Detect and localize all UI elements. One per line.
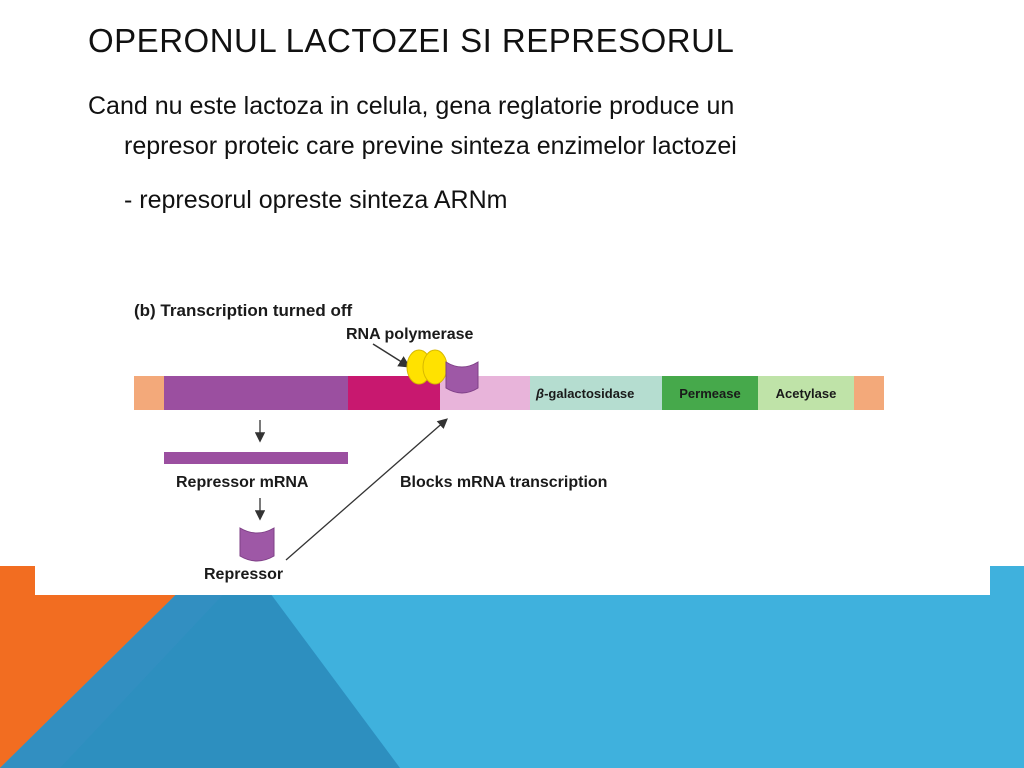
acetylase-label: Acetylase xyxy=(776,386,837,401)
body-bullet: - represorul opreste sinteza ARNm xyxy=(124,186,508,214)
repressor-label: Repressor xyxy=(204,566,283,583)
diagram-caption: (b) Transcription turned off xyxy=(134,301,352,320)
blocks-arrow xyxy=(285,418,448,561)
content-panel-bottom xyxy=(35,566,990,595)
acetylase-gene xyxy=(758,376,854,410)
blocks-label: Blocks mRNA transcription xyxy=(400,474,607,491)
galactosidase-label: β-galactosidase xyxy=(535,386,634,401)
bound-repressor-icon xyxy=(445,361,479,394)
rna-polymerase-label: RNA polymerase xyxy=(346,326,474,343)
dna-left-end xyxy=(134,376,164,410)
repressor-icon xyxy=(239,527,275,562)
paragraph-line-1: Cand nu este lactoza in celula, gena reg… xyxy=(88,92,735,120)
paragraph-line-2: represor proteic care previne sinteza en… xyxy=(124,132,737,160)
page-title: OPERONUL LACTOZEI SI REPRESORUL xyxy=(88,22,735,59)
repressor-mrna-label: Repressor mRNA xyxy=(176,474,309,491)
rna-polymerase-icon xyxy=(406,349,448,385)
regulator-gene xyxy=(164,376,348,410)
repressor-mrna-bar xyxy=(164,452,348,464)
permease-gene xyxy=(662,376,758,410)
body-paragraph: Cand nu este lactoza in celula, gena reg… xyxy=(88,86,948,166)
lac-operon-diagram: (b) Transcription turned off RNA polymer… xyxy=(134,301,884,583)
rna-polymerase-pointer xyxy=(372,343,411,368)
galactosidase-gene xyxy=(530,376,662,410)
dna-right-end xyxy=(854,376,884,410)
blend-triangle xyxy=(0,566,250,768)
permease-label: Permease xyxy=(679,386,740,401)
